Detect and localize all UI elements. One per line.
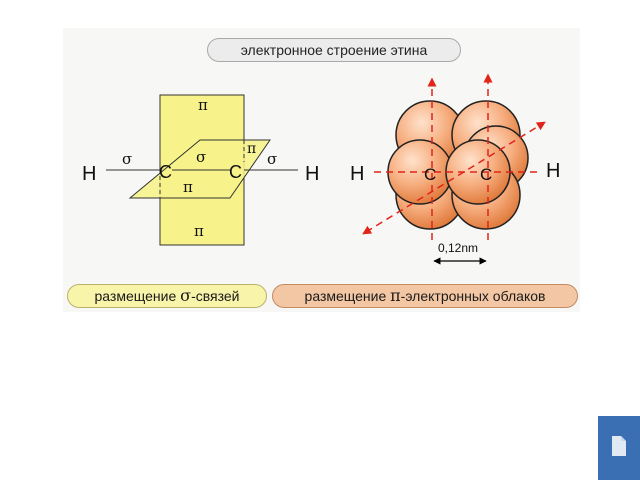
atom-c-right-cloud: C [480, 165, 492, 184]
caption-sigma-symbol: σ [180, 286, 192, 305]
atom-h-left: H [82, 163, 96, 185]
cloud-sphere-front-left [387, 139, 453, 205]
distance-label: 0,12nm [438, 241, 478, 255]
sigma-label-left: σ [122, 150, 132, 168]
sigma-label-right: σ [267, 150, 277, 168]
atom-h-left-cloud: H [350, 163, 364, 185]
sigma-pi-planes-diagram: H H C C σ σ σ π π π π [82, 94, 319, 246]
atom-c-left-cloud: C [424, 165, 436, 184]
caption-pi-suffix: -электронных облаков [400, 288, 546, 304]
caption-sigma-suffix: -связей [191, 288, 240, 304]
caption-pi-symbol: π [390, 286, 401, 305]
pi-label-bottom: π [194, 222, 204, 240]
pi-electron-clouds-diagram: H H C C 0,12nm [350, 73, 560, 265]
document-icon [612, 436, 626, 456]
pi-label-upper-right: π [247, 141, 256, 157]
slide-nav-button[interactable] [598, 416, 640, 480]
sigma-bonds-caption: размещение σ-связей [67, 284, 267, 308]
diagram-title: электронное строение этина [207, 38, 461, 62]
pi-label-center: π [183, 178, 193, 196]
pi-clouds-caption: размещение π-электронных облаков [272, 284, 578, 308]
caption-pi-prefix: размещение [304, 288, 391, 304]
pi-label-top: π [198, 96, 208, 114]
caption-sigma-prefix: размещение [94, 288, 181, 304]
diagonal-axis [362, 121, 546, 235]
atom-h-right-cloud: H [546, 160, 560, 182]
sigma-label-center: σ [196, 148, 206, 166]
atom-h-right: H [305, 163, 319, 185]
atom-c-right: C [229, 162, 242, 182]
atom-c-left: C [159, 162, 172, 182]
